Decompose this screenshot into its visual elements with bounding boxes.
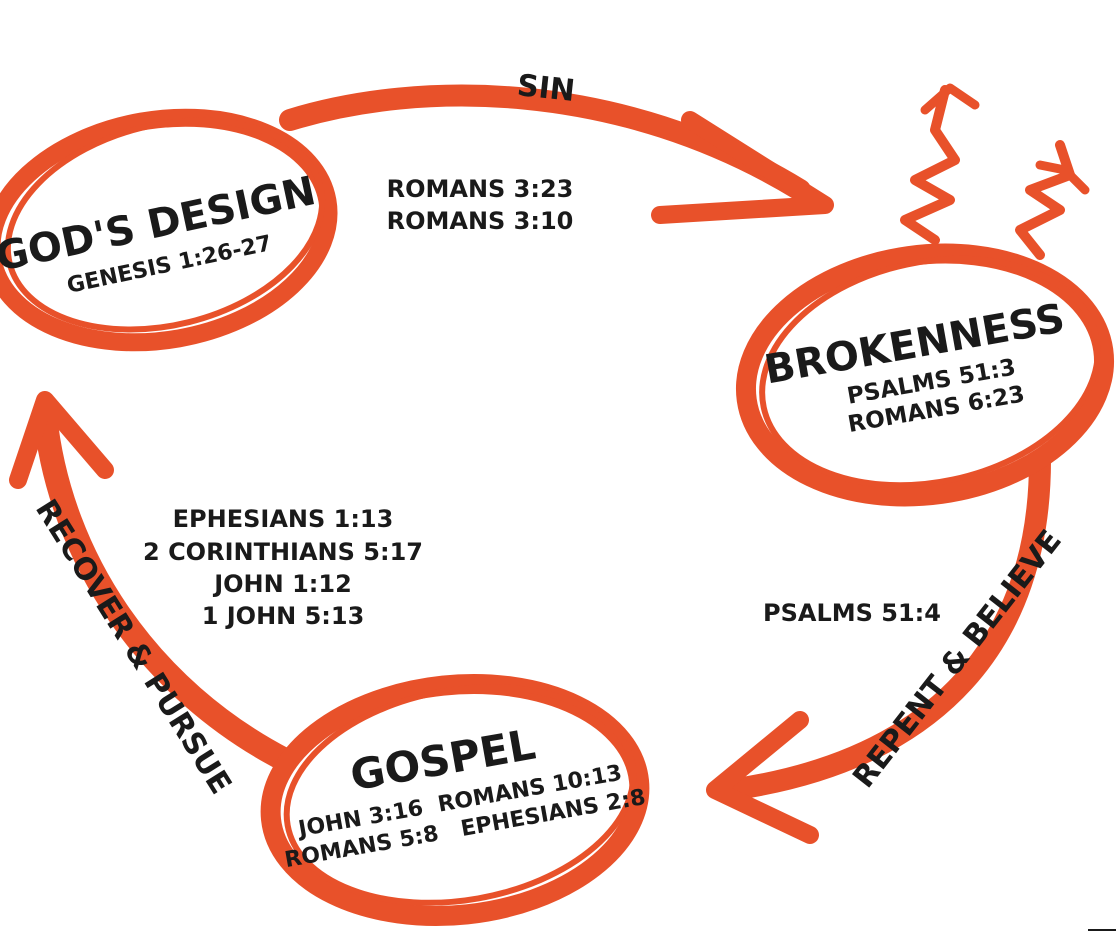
repent-label: REPENT & BELIEVE <box>846 524 1068 795</box>
repent-arrow <box>706 449 1051 844</box>
verse-ref: JOHN 1:12 <box>212 570 352 598</box>
verse-ref: ROMANS 3:23 <box>387 175 574 203</box>
repent-verses: PSALMS 51:4 <box>763 599 941 627</box>
gospel-ellipse <box>260 674 650 926</box>
verse-ref: PSALMS 51:4 <box>763 599 941 627</box>
distress-squiggle-icon <box>900 83 1090 260</box>
sin-verses: ROMANS 3:23 ROMANS 3:10 <box>387 175 574 235</box>
sin-arrow <box>279 84 834 224</box>
recover-verses: EPHESIANS 1:13 2 CORINTHIANS 5:17 JOHN 1… <box>143 505 423 630</box>
sin-label: SIN <box>515 68 576 109</box>
verse-ref: EPHESIANS 1:13 <box>173 505 394 533</box>
gods-design-ellipse <box>0 108 338 352</box>
brokenness-ellipse <box>735 243 1115 507</box>
verse-ref: ROMANS 3:10 <box>387 207 574 235</box>
recover-arrow <box>9 391 297 772</box>
verse-ref: 2 CORINTHIANS 5:17 <box>143 538 423 566</box>
verse-ref: 1 JOHN 5:13 <box>202 602 365 630</box>
